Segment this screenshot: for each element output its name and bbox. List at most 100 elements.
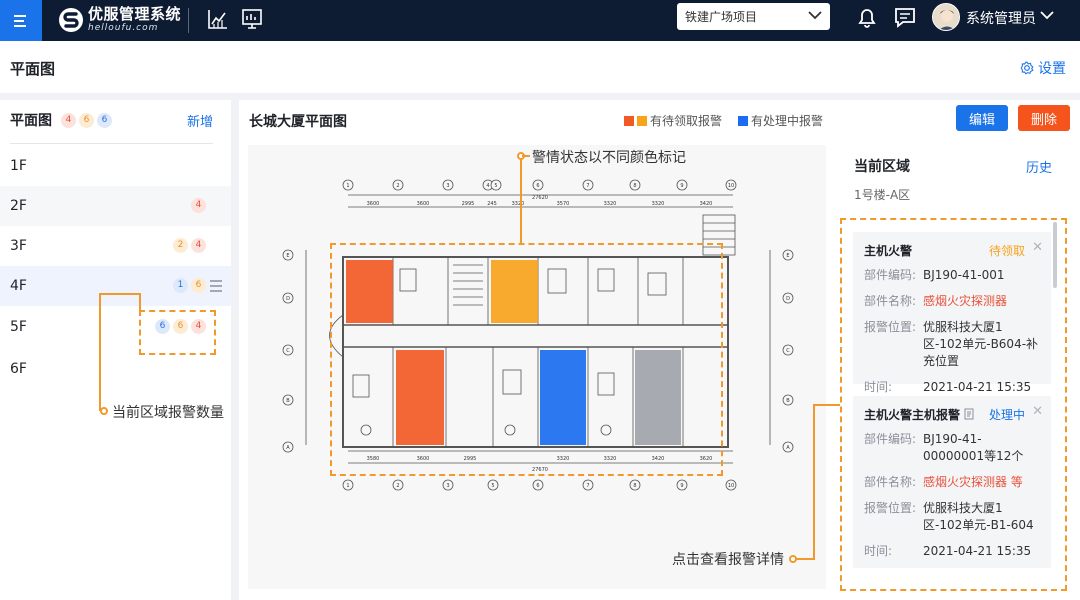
dim-label: 3320 — [604, 201, 617, 207]
floor-item-6f[interactable]: 6F — [0, 349, 231, 389]
chevron-down-icon[interactable] — [1040, 10, 1054, 20]
axis-label: E — [286, 253, 289, 259]
edit-button[interactable]: 编辑 — [956, 105, 1009, 131]
scrollbar[interactable] — [1053, 222, 1057, 288]
axis-label: 7 — [586, 483, 589, 489]
zone-name: 1号楼-A区 — [854, 188, 911, 202]
history-link[interactable]: 历史 — [1025, 161, 1052, 176]
menu-button[interactable] — [0, 0, 42, 41]
list-icon[interactable] — [209, 280, 223, 292]
axis-label: 9 — [680, 183, 683, 189]
dim-label: 3320 — [652, 201, 665, 207]
message-icon[interactable] — [893, 5, 917, 29]
axis-label: 5 — [494, 183, 497, 189]
axis-label: 1 — [346, 483, 349, 489]
axis-label: A — [786, 445, 790, 451]
dim-label: 3420 — [652, 456, 665, 462]
dim-label: 3320 — [512, 201, 525, 207]
zone-processing-blue[interactable] — [540, 350, 586, 445]
alarm-card[interactable]: 主机火警主机报警 处理中 ✕ 部件编码:BJ190-41-00000001等12… — [853, 396, 1051, 568]
bell-icon[interactable] — [855, 5, 879, 29]
floor-list-title: 平面图 — [10, 113, 52, 129]
page-header: 平面图 设置 — [0, 41, 1080, 93]
annotation-line — [813, 404, 815, 559]
processing-badge: 6 — [155, 319, 170, 334]
logo-title: 优服管理系统 — [88, 5, 182, 23]
dim-label: 3580 — [367, 456, 380, 462]
menu-icon — [14, 14, 26, 27]
page-title: 平面图 — [10, 60, 56, 78]
axis-label: 3 — [446, 183, 449, 189]
axis-label: C — [286, 348, 290, 354]
axis-label: C — [786, 348, 790, 354]
avatar[interactable] — [932, 3, 960, 31]
legend: 有待领取报警 有处理中报警 — [624, 112, 823, 129]
dim-label: 3320 — [604, 456, 617, 462]
annotation-line — [522, 155, 530, 157]
floor-item-2f[interactable]: 2F 4 — [0, 186, 231, 226]
annotation-line — [99, 293, 101, 411]
field-key: 部件名称: — [864, 475, 917, 489]
axis-label: 4 — [486, 183, 489, 189]
floor-item-5f[interactable]: 5F 6 6 4 — [0, 307, 231, 347]
axis-label: 6 — [536, 483, 539, 489]
zone-pending-orange[interactable] — [491, 260, 538, 323]
add-floor-button[interactable]: 新增 — [186, 115, 213, 130]
part-code: BJ190-41-001 — [923, 268, 1005, 282]
field-key: 部件编码: — [864, 268, 917, 282]
chart-icon[interactable] — [206, 7, 230, 31]
axis-label: 2 — [396, 183, 399, 189]
close-icon[interactable]: ✕ — [1032, 240, 1043, 255]
axis-label: 7 — [586, 183, 589, 189]
axis-label: 3 — [446, 483, 449, 489]
zone-idle-gray[interactable] — [635, 350, 681, 445]
close-icon[interactable]: ✕ — [1032, 404, 1043, 419]
part-code: BJ190-41-00000001等12个 — [923, 432, 1024, 463]
alarm-time: 2021-04-21 15:35 — [923, 544, 1032, 558]
total-processing-badge: 6 — [97, 112, 112, 128]
zone-pending-red[interactable] — [346, 260, 393, 323]
legend-swatch-red — [624, 115, 634, 126]
annotation-status-color: 警情状态以不同颜色标记 — [532, 150, 686, 166]
divider — [10, 143, 213, 144]
zone-pending-red[interactable] — [396, 350, 444, 445]
axis-label: D — [786, 296, 790, 302]
delete-button[interactable]: 删除 — [1018, 105, 1071, 131]
dim-label: 2995 — [464, 456, 477, 462]
alarm-card[interactable]: 主机火警 待领取 ✕ 部件编码:BJ190-41-001 部件名称:感烟火灾探测… — [853, 232, 1051, 394]
field-key: 报警位置: — [864, 320, 917, 334]
logo-subtitle: helloufu.com — [88, 23, 159, 33]
axis-label: 5 — [491, 483, 494, 489]
floor-label: 3F — [10, 238, 27, 254]
annotation-line — [813, 404, 840, 406]
floor-plan-canvas[interactable]: 1 2 3 4 5 6 7 8 9 10 1 2 3 5 6 7 8 9 10 … — [248, 145, 826, 589]
floor-plan-drawing: 1 2 3 4 5 6 7 8 9 10 1 2 3 5 6 7 8 9 10 … — [282, 179, 794, 491]
dim-label: 3320 — [557, 456, 570, 462]
legend-swatch-orange — [637, 115, 647, 126]
legend-processing-label: 有处理中报警 — [751, 114, 824, 128]
project-select[interactable]: 铁建广场项目 — [677, 3, 830, 30]
floor-item-1f[interactable]: 1F — [0, 146, 231, 186]
axis-label: 9 — [680, 483, 683, 489]
monitor-icon[interactable] — [240, 7, 264, 31]
dim-label: 245 — [487, 201, 497, 207]
floor-label: 1F — [10, 158, 27, 174]
dim-label: 3600 — [367, 201, 380, 207]
settings-label: 设置 — [1038, 61, 1066, 77]
annotation-view-detail: 点击查看报警详情 — [672, 552, 784, 568]
dim-label: 2995 — [462, 201, 475, 207]
field-key: 部件名称: — [864, 294, 917, 308]
floor-item-3f[interactable]: 3F 2 4 — [0, 226, 231, 266]
user-name[interactable]: 系统管理员 — [966, 11, 1036, 27]
logo: 优服管理系统 helloufu.com — [58, 3, 181, 37]
floor-item-4f[interactable]: 4F 1 6 — [0, 266, 231, 306]
floor-label: 2F — [10, 198, 27, 214]
annotation-dot — [789, 555, 797, 563]
plan-highlight-box — [330, 243, 723, 476]
legend-pending-label: 有待领取报警 — [650, 114, 723, 128]
axis-label: 6 — [536, 183, 539, 189]
pending-red-badge: 4 — [191, 238, 206, 253]
axis-label: D — [286, 296, 290, 302]
badge-highlight-box — [139, 310, 216, 355]
settings-button[interactable]: 设置 — [1020, 58, 1066, 78]
